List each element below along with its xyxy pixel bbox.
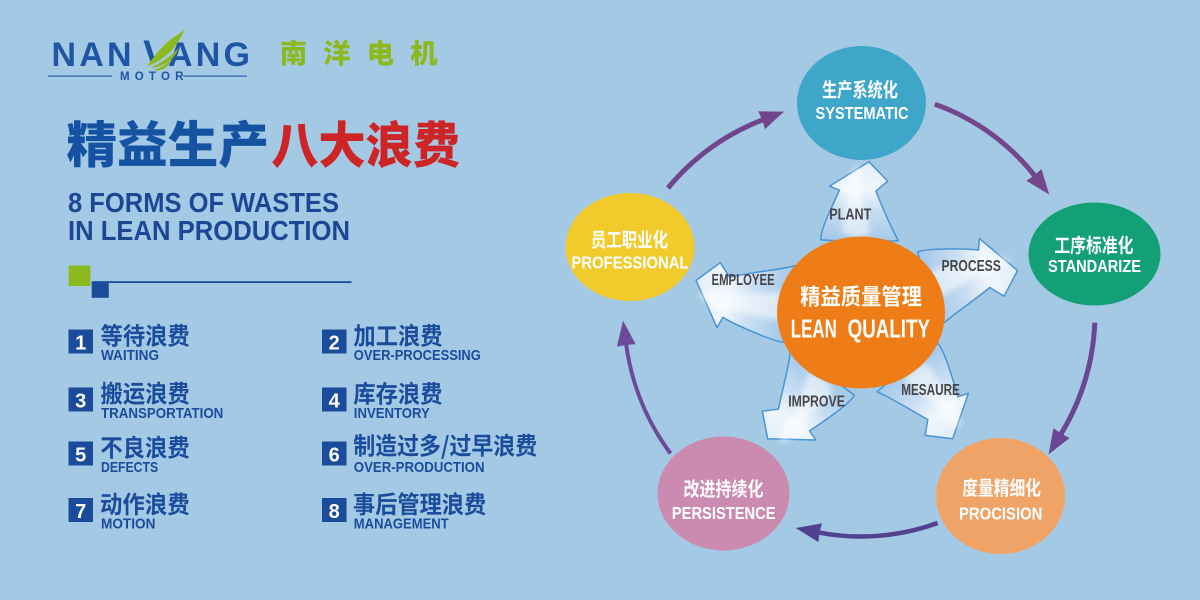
svg-text:7: 7 <box>75 501 86 523</box>
svg-text:PROCISION: PROCISION <box>959 504 1042 524</box>
svg-text:ANG: ANG <box>168 36 253 74</box>
svg-text:5: 5 <box>75 445 86 467</box>
svg-text:MOTOR: MOTOR <box>120 71 189 83</box>
svg-text:2: 2 <box>329 333 340 355</box>
svg-text:STANDARIZE: STANDARIZE <box>1048 256 1141 276</box>
svg-text:IMPROVE: IMPROVE <box>788 394 845 411</box>
svg-text:MOTION: MOTION <box>101 516 155 533</box>
svg-text:PLANT: PLANT <box>829 207 872 224</box>
svg-text:OVER-PRODUCTION: OVER-PRODUCTION <box>354 459 485 476</box>
svg-text:1: 1 <box>75 333 86 355</box>
svg-text:8 FORMS OF WASTES: 8 FORMS OF WASTES <box>68 187 339 218</box>
svg-text:INVENTORY: INVENTORY <box>354 405 430 422</box>
svg-text:EMPLOYEE: EMPLOYEE <box>712 272 775 289</box>
svg-text:LEAN: LEAN <box>791 313 837 343</box>
svg-text:WAITING: WAITING <box>101 347 159 364</box>
svg-text:TRANSPORTATION: TRANSPORTATION <box>101 405 223 422</box>
svg-text:DEFECTS: DEFECTS <box>101 459 158 476</box>
svg-text:8: 8 <box>329 501 340 523</box>
svg-text:MANAGEMENT: MANAGEMENT <box>354 516 449 533</box>
svg-text:OVER-PROCESSING: OVER-PROCESSING <box>354 347 481 364</box>
svg-text:3: 3 <box>75 391 86 413</box>
svg-text:IN LEAN PRODUCTION: IN LEAN PRODUCTION <box>68 215 350 246</box>
svg-text:NAN: NAN <box>52 36 135 74</box>
svg-text:SYSTEMATIC: SYSTEMATIC <box>816 103 909 123</box>
svg-text:6: 6 <box>329 445 340 467</box>
svg-text:PERSISTENCE: PERSISTENCE <box>672 503 776 523</box>
svg-text:MESAURE: MESAURE <box>901 382 960 399</box>
svg-text:PROFESSIONAL: PROFESSIONAL <box>572 253 689 273</box>
svg-text:QUALITY: QUALITY <box>848 313 930 343</box>
svg-text:PROCESS: PROCESS <box>942 258 1001 275</box>
svg-text:4: 4 <box>329 391 341 413</box>
